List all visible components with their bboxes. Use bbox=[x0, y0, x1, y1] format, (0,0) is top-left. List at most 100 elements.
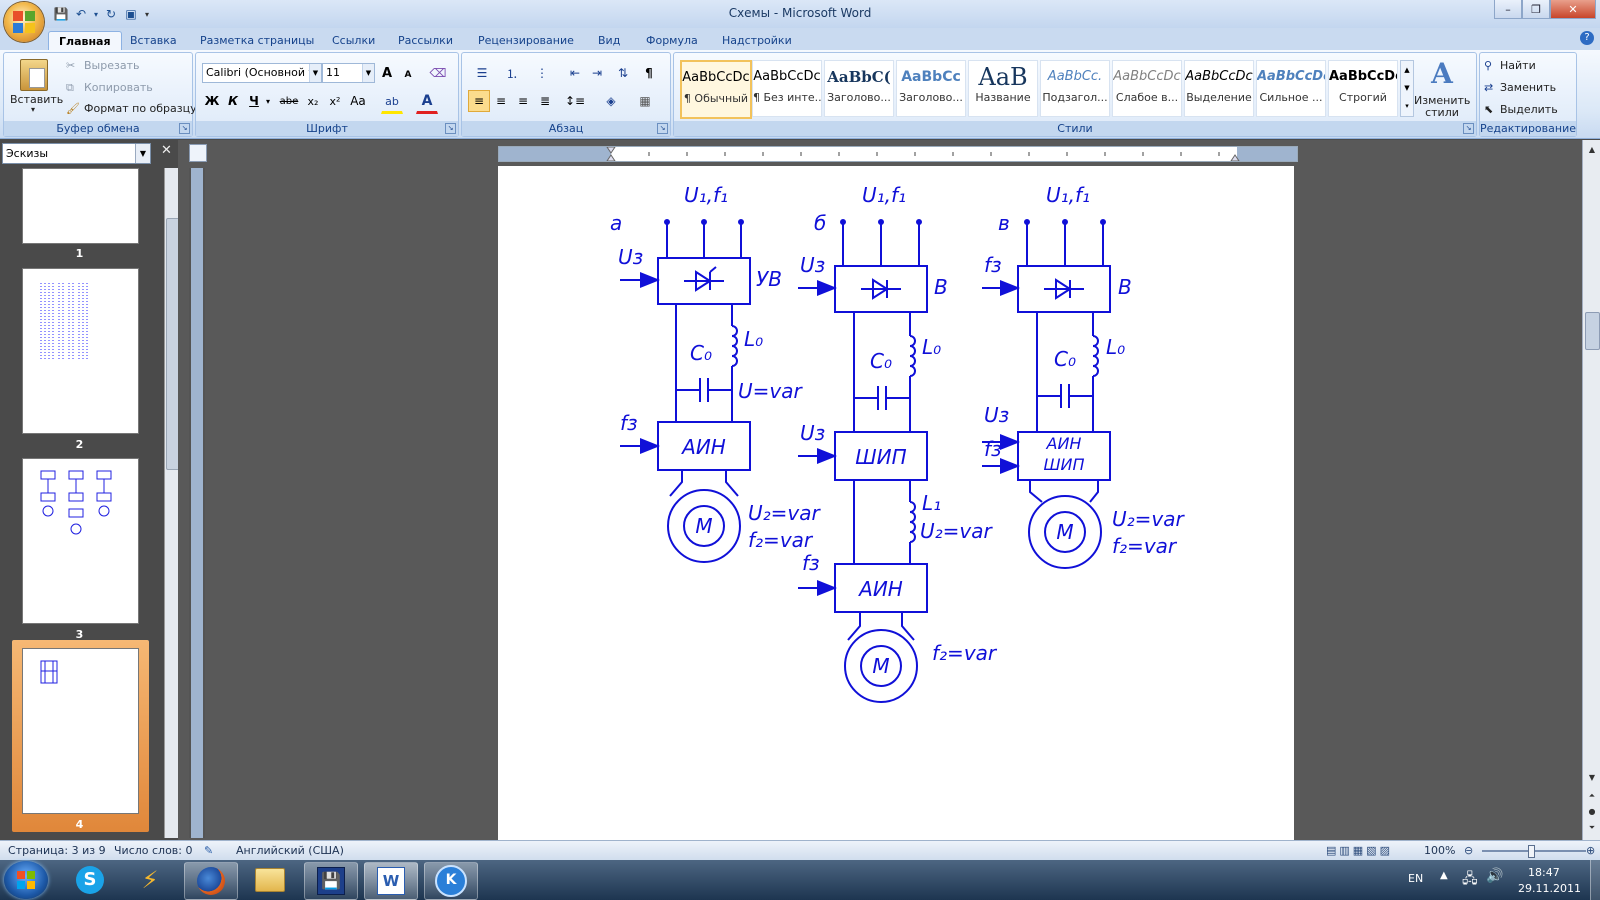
document-scrollbar[interactable]: ▲ ▼ ⏶ ● ⏷ bbox=[1582, 140, 1600, 840]
word-icon[interactable]: W bbox=[364, 862, 418, 900]
input-language[interactable]: EN bbox=[1408, 872, 1424, 885]
numbering-icon[interactable]: ⒈ bbox=[505, 66, 518, 81]
font-launcher-icon[interactable]: ↘ bbox=[445, 123, 456, 134]
page-thumbnail-4[interactable] bbox=[22, 648, 139, 814]
clear-formatting-icon[interactable]: ⌫ bbox=[429, 66, 447, 80]
superscript-button[interactable]: x² bbox=[329, 94, 341, 108]
italic-button[interactable]: К bbox=[228, 94, 238, 108]
undo-dropdown-icon[interactable]: ▾ bbox=[93, 9, 98, 19]
show-marks-button[interactable]: ¶ bbox=[645, 66, 653, 80]
line-spacing-icon[interactable]: ↕≡ bbox=[564, 94, 586, 108]
align-right-icon[interactable]: ≡ bbox=[517, 94, 529, 108]
font-family-select[interactable]: Calibri (Основной те▼ bbox=[202, 63, 322, 83]
style-normal[interactable]: AaBbCcDc¶ Обычный bbox=[680, 60, 752, 119]
borders-icon[interactable]: ▦ bbox=[639, 94, 651, 108]
word-count[interactable]: Число слов: 0 bbox=[114, 844, 193, 857]
clock-date[interactable]: 29.11.2011 bbox=[1518, 882, 1581, 895]
scroll-down-icon[interactable]: ▼ bbox=[1588, 773, 1596, 782]
change-case-button[interactable]: Aa bbox=[350, 94, 366, 108]
view-buttons-icon[interactable]: ▤▥▦▧▨ bbox=[1326, 844, 1393, 857]
replace-button[interactable]: Заменить bbox=[1500, 81, 1557, 94]
strikethrough-button[interactable]: abe bbox=[279, 95, 299, 107]
page-thumbnail-2[interactable] bbox=[22, 268, 139, 434]
save-icon[interactable]: 💾 bbox=[53, 7, 69, 21]
bold-button[interactable]: Ж bbox=[204, 94, 220, 108]
page-thumbnail-1[interactable] bbox=[22, 168, 139, 244]
proofing-icon[interactable]: ✎ bbox=[204, 844, 214, 857]
undo-icon[interactable]: ↶ bbox=[75, 7, 87, 21]
document-page[interactable]: а U₁,f₁ Uз УВ L₀ C₀ U=var fз АИН M U₂=va… bbox=[498, 166, 1294, 840]
clock-time[interactable]: 18:47 bbox=[1528, 866, 1560, 879]
tab-page-layout[interactable]: Разметка страницы bbox=[200, 34, 315, 47]
minimize-button[interactable]: – bbox=[1494, 0, 1522, 19]
align-left-icon[interactable]: ≡ bbox=[468, 90, 490, 112]
underline-dropdown-icon[interactable]: ▾ bbox=[265, 96, 270, 106]
redo-icon[interactable]: ↻ bbox=[105, 7, 117, 21]
increase-indent-icon[interactable]: ⇥ bbox=[591, 66, 603, 80]
grow-font-button[interactable]: A bbox=[381, 65, 393, 81]
tab-home[interactable]: Главная bbox=[48, 31, 122, 51]
office-button[interactable] bbox=[4, 2, 44, 42]
tab-selector-button[interactable] bbox=[189, 144, 207, 162]
language-indicator[interactable]: Английский (США) bbox=[236, 844, 344, 857]
style-subtitle[interactable]: AaBbCc.Подзагол... bbox=[1040, 60, 1110, 117]
sort-icon[interactable]: ⇅ bbox=[617, 66, 629, 80]
tab-mailings[interactable]: Рассылки bbox=[398, 34, 453, 47]
shrink-font-button[interactable]: A bbox=[404, 70, 412, 80]
zoom-out-icon[interactable]: ⊖ bbox=[1464, 844, 1474, 857]
pane-view-select[interactable]: Эскизы▼ bbox=[2, 143, 151, 164]
shading-icon[interactable]: ◈ bbox=[606, 94, 616, 108]
cut-button[interactable]: Вырезать bbox=[84, 59, 140, 72]
multilevel-list-icon[interactable]: ⋮ bbox=[536, 66, 548, 80]
close-button[interactable]: ✕ bbox=[1550, 0, 1596, 19]
paste-button[interactable]: Вставить bbox=[10, 93, 64, 106]
format-painter-icon[interactable]: 🖌 bbox=[66, 102, 80, 115]
font-color-icon[interactable]: A bbox=[416, 90, 438, 114]
skype-icon[interactable]: S bbox=[64, 862, 116, 898]
pane-scrollbar[interactable] bbox=[164, 168, 180, 838]
scroll-up-icon[interactable]: ▲ bbox=[1588, 145, 1596, 154]
zoom-level[interactable]: 100% bbox=[1424, 844, 1456, 857]
decrease-indent-icon[interactable]: ⇤ bbox=[569, 66, 581, 80]
select-icon[interactable]: ⬉ bbox=[1484, 103, 1494, 116]
clipboard-launcher-icon[interactable]: ↘ bbox=[179, 123, 190, 134]
pane-close-icon[interactable]: ✕ bbox=[161, 143, 172, 158]
select-button[interactable]: Выделить bbox=[1500, 103, 1558, 116]
tab-view[interactable]: Вид bbox=[598, 34, 621, 47]
prev-page-icon[interactable]: ⏶ bbox=[1588, 791, 1596, 800]
explorer-folder-icon[interactable] bbox=[244, 862, 296, 898]
next-page-icon[interactable]: ⏷ bbox=[1588, 823, 1596, 832]
replace-icon[interactable]: ⇄ bbox=[1484, 81, 1494, 94]
firefox-icon[interactable] bbox=[184, 862, 238, 900]
bullets-icon[interactable]: ☰ bbox=[476, 66, 488, 80]
app-lightning-icon[interactable]: ⚡ bbox=[141, 866, 159, 894]
help-icon[interactable]: ? bbox=[1580, 31, 1594, 45]
restore-button[interactable]: ❐ bbox=[1522, 0, 1550, 19]
change-styles-button[interactable]: Изменить стили bbox=[1414, 94, 1471, 119]
network-icon[interactable]: 🖧 bbox=[1462, 871, 1478, 887]
font-size-select[interactable]: 11▼ bbox=[322, 63, 375, 83]
tab-addins[interactable]: Надстройки bbox=[722, 34, 792, 47]
start-button[interactable] bbox=[4, 861, 48, 899]
page-thumbnail-3[interactable] bbox=[22, 458, 139, 624]
select-browse-object-icon[interactable]: ● bbox=[1588, 807, 1596, 816]
kompas-icon[interactable]: K bbox=[424, 862, 478, 900]
save-app-icon[interactable]: 💾 bbox=[304, 862, 358, 900]
find-button[interactable]: Найти bbox=[1500, 59, 1536, 72]
paste-icon[interactable] bbox=[20, 59, 48, 91]
highlight-icon[interactable]: ab bbox=[381, 90, 403, 114]
tab-references[interactable]: Ссылки bbox=[332, 34, 376, 47]
style-no-spacing[interactable]: AaBbCcDc¶ Без инте... bbox=[752, 60, 822, 117]
volume-icon[interactable]: 🔊 bbox=[1486, 868, 1504, 884]
show-desktop-button[interactable] bbox=[1590, 860, 1600, 900]
justify-icon[interactable]: ≣ bbox=[539, 94, 551, 108]
copy-icon[interactable]: ⧉ bbox=[66, 81, 74, 94]
page-indicator[interactable]: Страница: 3 из 9 bbox=[8, 844, 106, 857]
zoom-slider-thumb[interactable] bbox=[1528, 845, 1535, 858]
